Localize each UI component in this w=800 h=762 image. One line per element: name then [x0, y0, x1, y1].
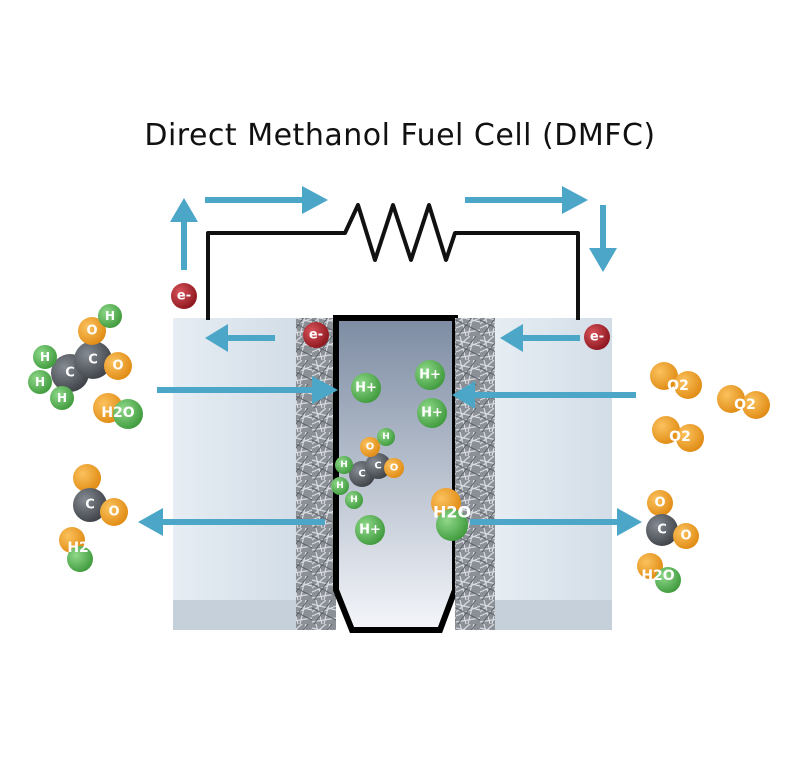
water-out-arrow: [470, 508, 642, 536]
arrow-left-cathode: [500, 324, 580, 352]
proton: H+: [351, 373, 381, 403]
oxygen-label: O2: [734, 397, 756, 413]
atom-label: C: [65, 366, 75, 381]
atom-label: H: [35, 375, 45, 389]
atom-label: O: [112, 359, 123, 374]
water-molecule-cathode: H2O: [431, 488, 471, 541]
electron-badge-left: e-: [171, 283, 197, 309]
atom-label: H: [57, 391, 67, 405]
oxygen-molecule: O2: [717, 385, 770, 419]
arrow-right-top-left: [205, 186, 328, 214]
proton-label: H+: [359, 523, 381, 538]
atom-label: H: [336, 481, 344, 491]
atom-label: C: [374, 461, 381, 472]
electron-badge-anode: e-: [303, 322, 329, 348]
proton-label: H+: [355, 381, 377, 396]
oxygen-molecule: O2: [650, 362, 702, 399]
arrow-right-top-right: [465, 186, 588, 214]
methanol-molecule-membrane: C C O H O H H H: [331, 428, 404, 509]
proton-label: H+: [421, 406, 443, 421]
water-label: H2O: [641, 568, 674, 584]
cathode-electrode: [495, 318, 612, 630]
anode-electrode: [173, 318, 296, 630]
water-label: H2O: [67, 540, 100, 556]
electron-label: e-: [177, 289, 191, 304]
electron-flow-arrows: [170, 186, 617, 352]
atom-label: H: [105, 309, 115, 323]
water-label: H2O: [101, 405, 134, 421]
co2-out-arrow: [138, 508, 325, 536]
water-label: H2O: [433, 503, 471, 522]
methanol-molecule-inlet: C C O H O H H H: [28, 304, 132, 410]
atom-label: C: [88, 353, 98, 368]
anode-diffusion-layer: [296, 318, 336, 630]
atom-label: C: [85, 498, 95, 513]
water-molecule-outlet-left: H2O: [59, 527, 101, 572]
oxygen-label: O2: [669, 429, 691, 445]
oxygen-molecule: O2: [652, 416, 704, 452]
atom-label: C: [358, 469, 365, 480]
electron-badge-cathode: e-: [584, 324, 610, 350]
atom-label: O: [108, 505, 119, 520]
proton-label: H+: [419, 368, 441, 383]
oxygen-in-arrow: [452, 381, 636, 409]
proton: H+: [415, 360, 445, 390]
atom-label: H: [340, 460, 348, 470]
water-molecule-inlet: H2O: [93, 393, 143, 429]
atom-label: H: [40, 350, 50, 364]
atom-label: O: [654, 496, 665, 511]
water-molecule-outlet-right: H2O: [637, 553, 681, 593]
atom-label: H: [382, 432, 390, 442]
atom-label: O: [680, 529, 691, 544]
atom-label: O: [366, 442, 375, 453]
reactant-flow-arrows: [138, 376, 642, 536]
electron-label: e-: [590, 330, 604, 345]
arrow-down-right: [589, 205, 617, 272]
co2-molecule-outlet: C O: [73, 464, 128, 526]
co2-molecule-outlet-right: O C O: [646, 490, 699, 549]
diagram-title: Direct Methanol Fuel Cell (DMFC): [144, 118, 655, 153]
methanol-in-arrow: [157, 376, 338, 404]
atom-label: O: [390, 463, 399, 474]
atom-label: O: [86, 324, 97, 339]
arrow-up-left: [170, 198, 198, 270]
atom-label: H: [350, 495, 358, 505]
atom-label: C: [657, 523, 667, 538]
electron-label: e-: [309, 328, 323, 343]
proton: H+: [355, 515, 385, 545]
proton: H+: [417, 398, 447, 428]
arrow-left-anode: [205, 324, 275, 352]
cathode-diffusion-layer: [455, 318, 495, 630]
oxygen-label: O2: [667, 378, 689, 394]
external-circuit-wire: [206, 203, 580, 320]
